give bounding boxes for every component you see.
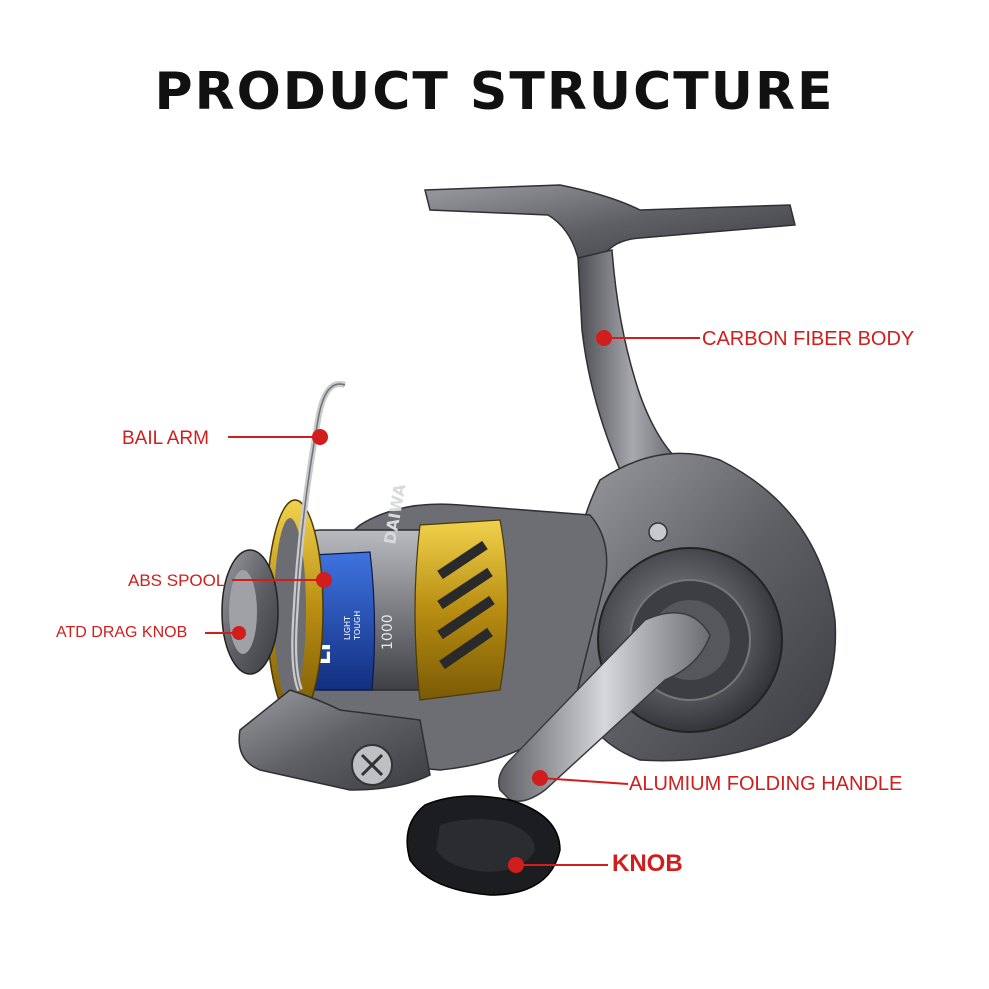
spool-gold-band [414, 519, 509, 701]
atd-drag-knob-label: ATD DRAG KNOB [56, 624, 188, 641]
annotation-lines [205, 337, 700, 866]
abs-spool-label: ABS SPOOL [128, 571, 226, 590]
folding-handle-label: ALUMIUM FOLDING HANDLE [629, 773, 903, 795]
abs-spool-marker [316, 572, 332, 588]
body-screw [648, 522, 668, 542]
reel-size-text: 1000 [380, 614, 396, 650]
knob-marker [508, 857, 524, 873]
reel-tagline-1: LIGHT [343, 616, 352, 640]
knob-label: KNOB [612, 850, 683, 877]
reel-foot [424, 184, 796, 263]
handle-marker [532, 770, 548, 786]
drag-knob-marker [232, 626, 246, 640]
carbon-fiber-body-label: CARBON FIBER BODY [702, 328, 915, 350]
bail-arm-marker [312, 429, 328, 445]
reel-tagline-2: TOUGH [353, 611, 362, 641]
carbon-body-marker [596, 330, 612, 346]
folding-handle-arm [498, 612, 711, 802]
bail-arm-label: BAIL ARM [122, 428, 209, 449]
page-title: PRODUCT STRUCTURE [154, 62, 835, 122]
